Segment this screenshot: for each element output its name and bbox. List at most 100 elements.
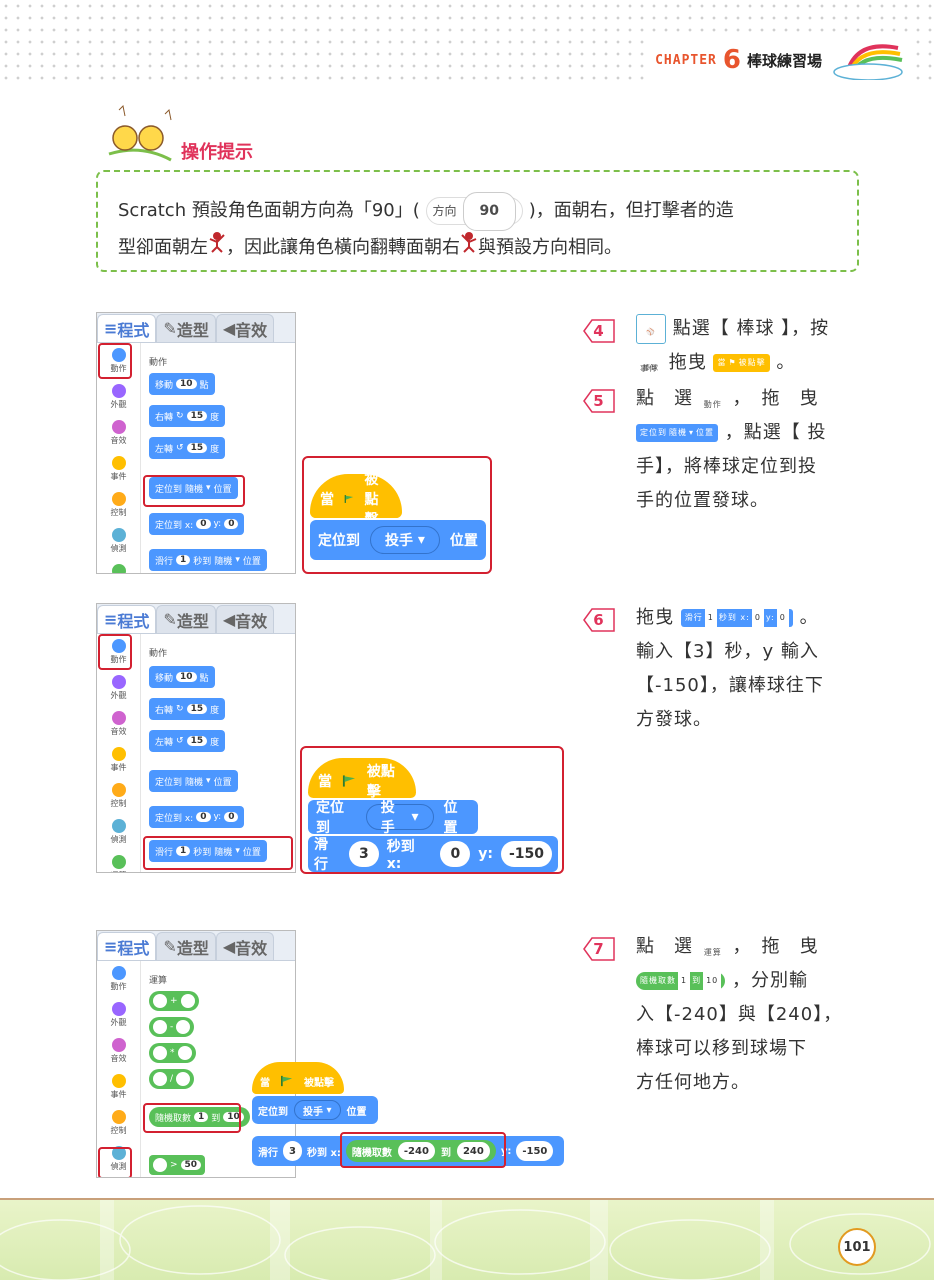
tip-line-2: 型卻面朝左，因此讓角色橫向翻轉面朝右與預設方向相同。: [118, 229, 837, 266]
footer-pattern: [0, 1200, 931, 1280]
goto-pitcher-block[interactable]: 定位到 投手 ▾ 位置: [308, 800, 478, 836]
tab-code[interactable]: ≡程式: [97, 932, 157, 960]
rainbow-cloud-icon: [833, 44, 903, 80]
category-sound[interactable]: 音效: [97, 1033, 140, 1069]
tip-title: 操作提示: [181, 142, 253, 163]
category-sensing[interactable]: 偵測: [97, 523, 140, 559]
scratch-panel-2: ≡程式 ✎造型 ◀音效 動作 外觀 音效 事件 控制 偵測 運算 變數 動作 移…: [96, 603, 296, 873]
goto-random-block[interactable]: 定位到隨機▾位置: [149, 770, 238, 792]
highlight-pick-random-block: [143, 1103, 241, 1133]
tab-code[interactable]: ≡程式: [97, 314, 157, 342]
category-operators[interactable]: 運算: [97, 1177, 140, 1178]
chapter-title: 棒球練習場: [746, 51, 822, 70]
chapter-header: CHAPTER 6 棒球練習場: [649, 38, 914, 82]
scratch-panel-1: ≡程式 ✎造型 ◀音效 動作 外觀 音效 事件 控制 偵測 運算 動作 移動10…: [96, 312, 296, 574]
goto-pitcher-block[interactable]: 定位到 投手 ▾ 位置: [252, 1096, 378, 1124]
tab-costume[interactable]: ✎造型: [156, 605, 216, 633]
category-motion[interactable]: 動作: [97, 634, 140, 670]
tab-costume[interactable]: ✎造型: [156, 314, 216, 342]
tab-sound[interactable]: ◀音效: [215, 932, 275, 960]
highlight-goto-block: [143, 475, 245, 507]
step-badge-icon: [583, 608, 615, 632]
add-block[interactable]: +: [149, 991, 199, 1011]
category-sensing[interactable]: 偵測: [97, 1141, 140, 1177]
category-motion[interactable]: 動作: [97, 343, 140, 379]
highlight-operators-category: [98, 1147, 132, 1177]
operators-category-icon[interactable]: 運算: [703, 948, 722, 957]
divide-block[interactable]: /: [149, 1069, 195, 1089]
category-looks[interactable]: 外觀: [97, 997, 140, 1033]
highlight-motion-category: [98, 343, 132, 379]
events-category-icon[interactable]: 事件: [640, 364, 658, 373]
glide-random-x-block[interactable]: 滑行 3 秒到 x: 隨機取數 -240 到 240 y: -150: [252, 1136, 564, 1166]
panel-tabs: ≡程式 ✎造型 ◀音效: [97, 313, 295, 343]
category-sound[interactable]: 音效: [97, 706, 140, 742]
green-flag-icon: [342, 775, 356, 787]
category-events[interactable]: 事件: [97, 742, 140, 778]
category-looks[interactable]: 外觀: [97, 670, 140, 706]
page-number: 101: [838, 1228, 876, 1266]
chapter-word: CHAPTER: [655, 52, 717, 68]
batter-right-icon: [461, 232, 477, 253]
category-list: 動作 外觀 音效 事件 控制 偵測 運算: [97, 343, 141, 573]
tab-costume[interactable]: ✎造型: [156, 932, 216, 960]
tab-sound[interactable]: ◀音效: [215, 605, 275, 633]
tab-sound[interactable]: ◀音效: [215, 314, 275, 342]
chapter-number: 6: [722, 45, 741, 75]
category-sensing[interactable]: 偵測: [97, 814, 140, 850]
category-events[interactable]: 事件: [97, 1069, 140, 1105]
goto-random-mini-block: 定位到隨機▾位置: [636, 424, 719, 442]
goto-pitcher-block[interactable]: 定位到 投手 ▾ 位置: [310, 520, 486, 560]
glide-xy-script-block[interactable]: 滑行 3 秒到 x: 0 y: -150: [308, 836, 558, 873]
category-control[interactable]: 控制: [97, 487, 140, 523]
subtract-block[interactable]: -: [149, 1017, 195, 1037]
category-events[interactable]: 事件: [97, 451, 140, 487]
when-flag-hat-block[interactable]: 當 被點擊: [310, 472, 402, 528]
category-operators[interactable]: 運算: [97, 850, 140, 872]
category-operators[interactable]: 運算: [97, 559, 140, 573]
birds-icon: [108, 104, 172, 162]
category-control[interactable]: 控制: [97, 1105, 140, 1141]
goto-random-block[interactable]: 定位到隨機▾位置: [149, 477, 238, 499]
multiply-block[interactable]: *: [149, 1043, 196, 1063]
when-flag-mini-block: 當⚑被點擊: [713, 354, 770, 372]
category-sound[interactable]: 音效: [97, 415, 140, 451]
tip-header: 操作提示: [105, 104, 253, 164]
green-flag-icon: [281, 1075, 293, 1087]
tab-code[interactable]: ≡程式: [97, 605, 157, 633]
category-motion[interactable]: 動作: [97, 961, 140, 997]
green-flag-icon: [344, 495, 354, 503]
tip-line-1: Scratch 預設角色面朝方向為「90」( 方向 90 )，面朝右，但打擊者的…: [118, 191, 837, 231]
category-control[interactable]: 控制: [97, 778, 140, 814]
step-5: 5 點 選 動作 ， 拖 曳 定位到隨機▾位置 ，點選【 投 手】，將棒球定位到…: [583, 382, 856, 518]
footer-band: [0, 1200, 934, 1280]
category-looks[interactable]: 外觀: [97, 379, 140, 415]
step-badge-icon: [583, 389, 615, 413]
when-flag-hat-block[interactable]: 當 被點擊: [308, 758, 416, 800]
baseball-sprite-icon[interactable]: ⚾棒球: [636, 314, 666, 372]
step-badge-icon: [583, 319, 615, 343]
script-area-2: 當 被點擊 定位到 投手 ▾ 位置 滑行 3 秒到 x: 0 y: -150: [300, 746, 564, 874]
scratch-panel-3: ≡程式 ✎造型 ◀音效 動作 外觀 音效 事件 控制 偵測 運算 運算 + - …: [96, 930, 296, 1178]
highlight-motion-category: [98, 634, 132, 670]
motion-category-icon[interactable]: 動作: [703, 400, 722, 409]
greater-than-block[interactable]: >50: [149, 1155, 206, 1175]
when-flag-hat-block[interactable]: 當 被點擊: [252, 1062, 344, 1094]
